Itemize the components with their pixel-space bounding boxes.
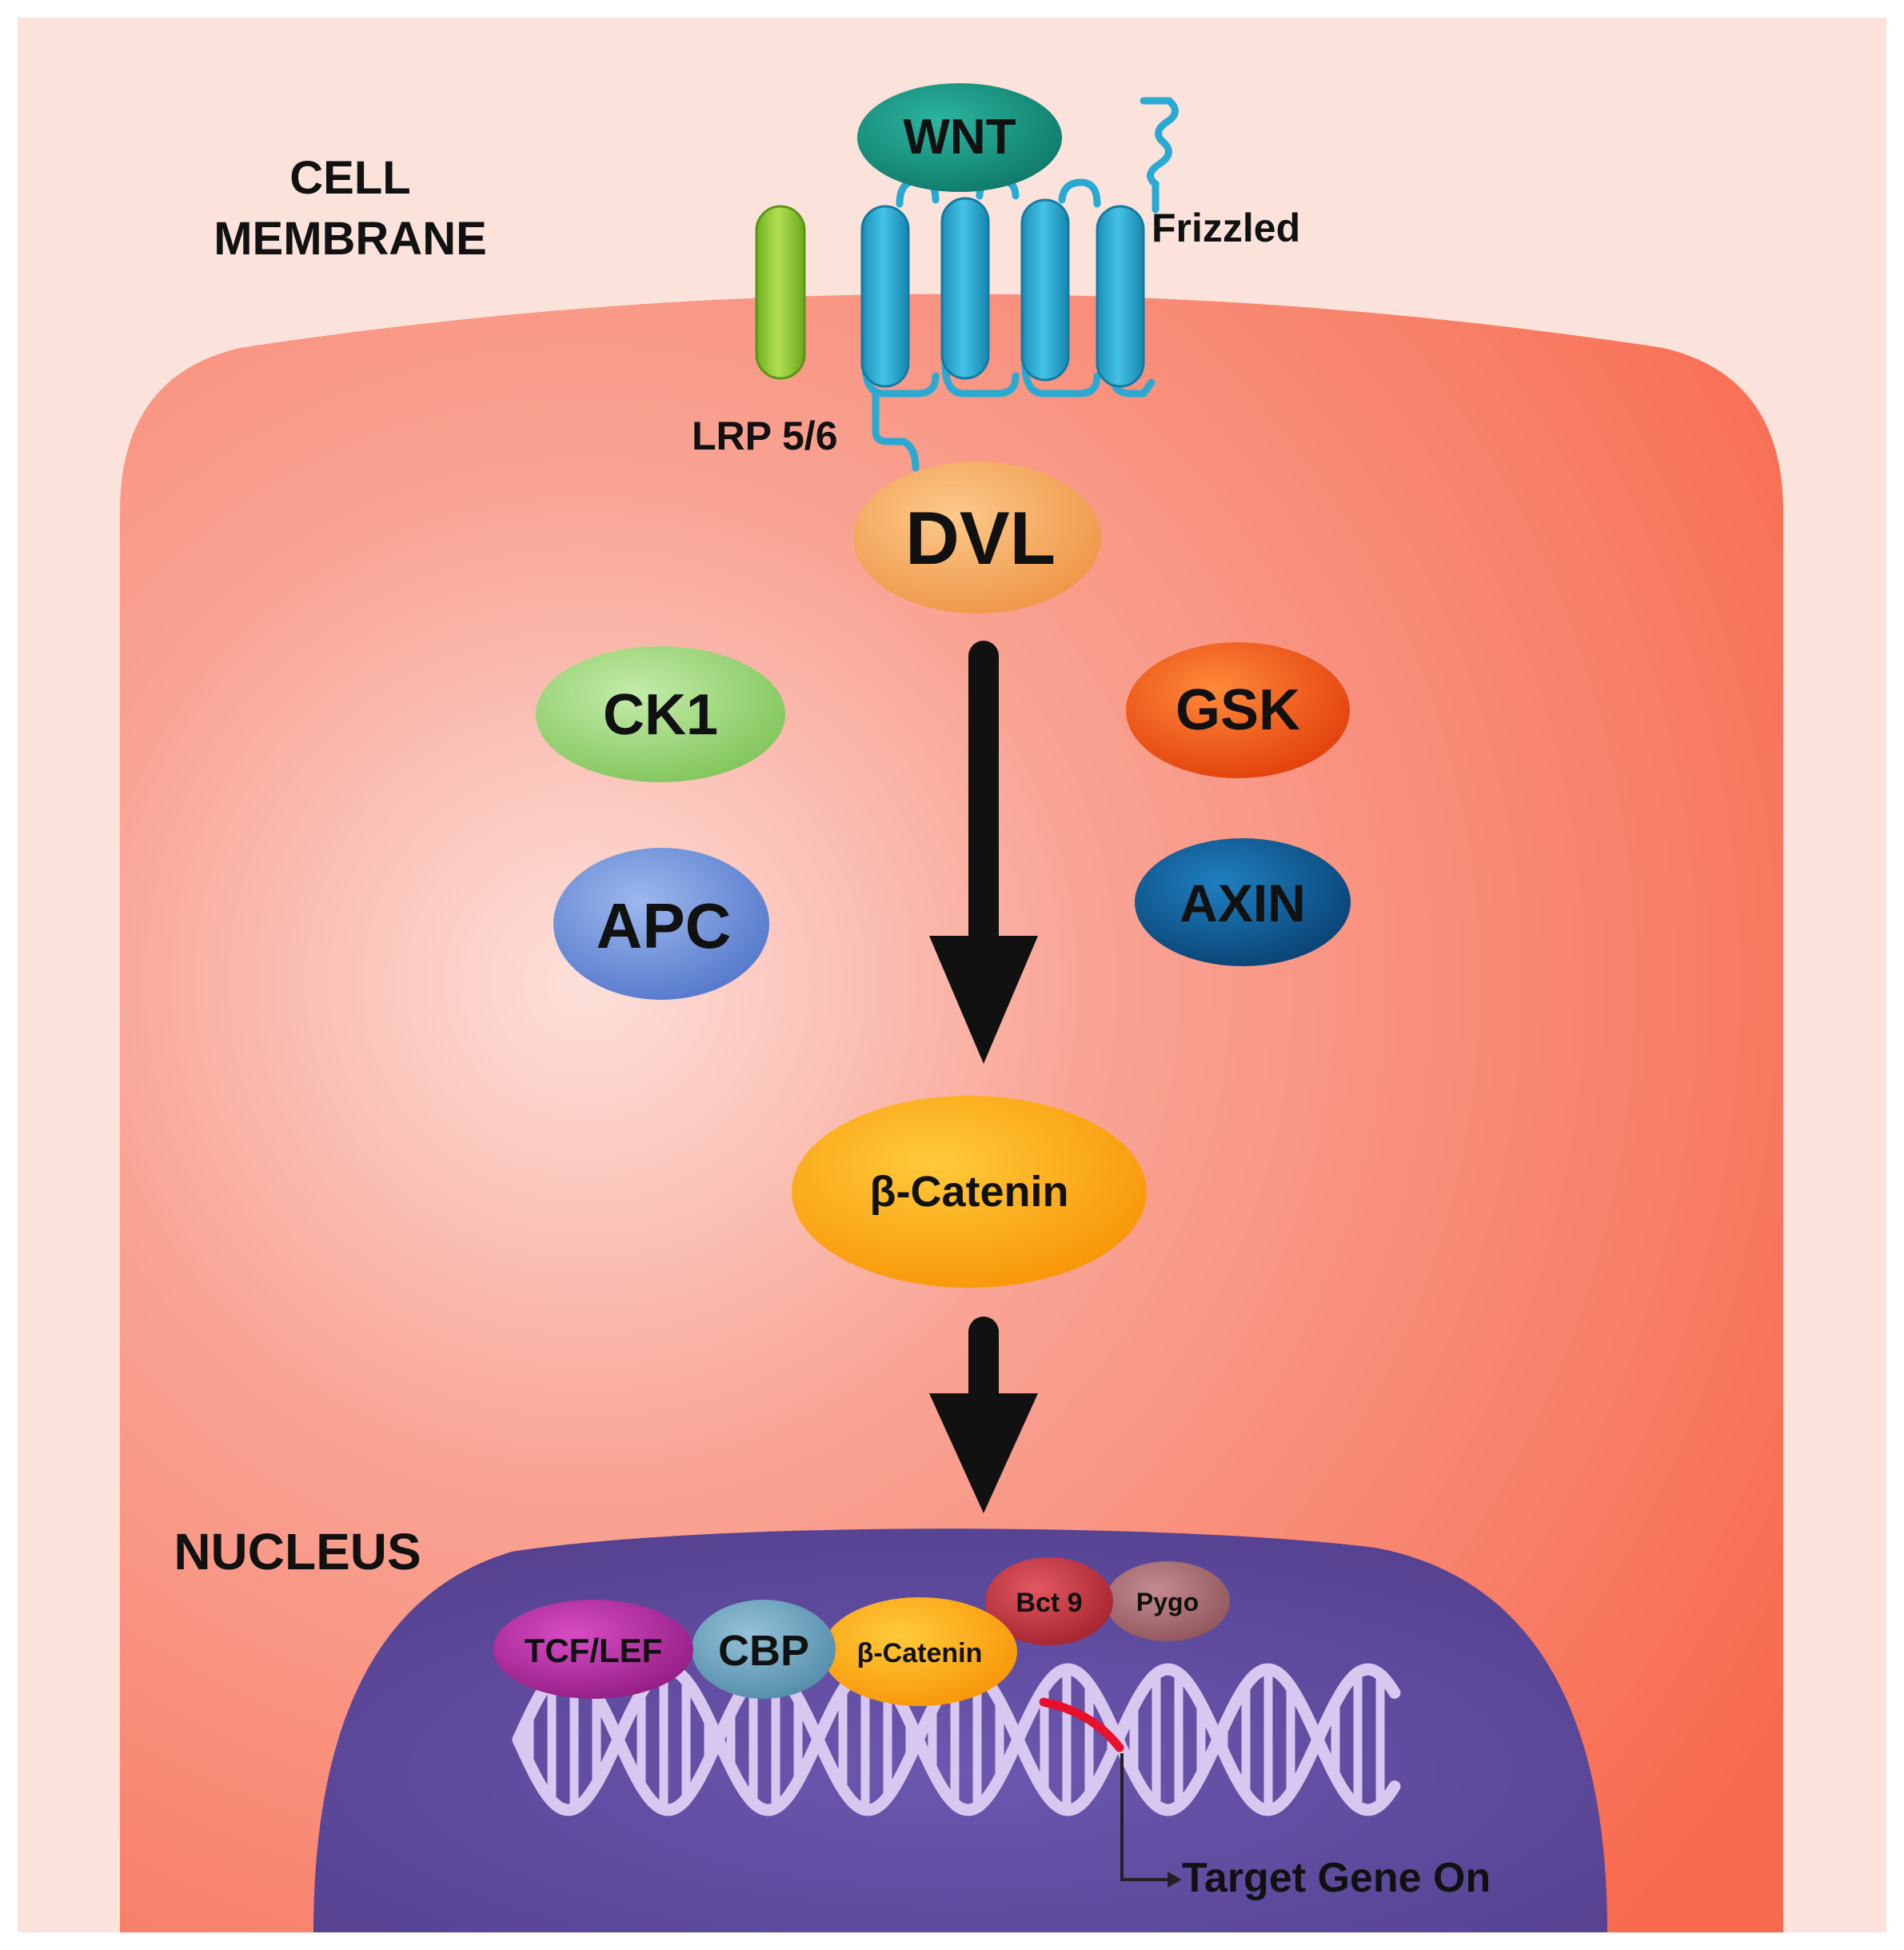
- frizzled-helix-4: [1096, 205, 1145, 388]
- gsk-protein: [1126, 642, 1350, 778]
- frizzled-intracellular-loops: [861, 360, 1156, 398]
- tcf-lef-label: TCF/LEF: [525, 1632, 663, 1669]
- cell-membrane-label-line2: MEMBRANE: [214, 213, 487, 265]
- ck1-protein: [536, 646, 785, 782]
- lrp-label: LRP 5/6: [692, 414, 838, 458]
- gsk-label: GSK: [1176, 678, 1300, 742]
- frizzled-helix-2: [940, 197, 990, 380]
- target-gene-arrow: [1120, 1753, 1168, 1881]
- cbp-label: CBP: [718, 1627, 809, 1675]
- wnt-label: WNT: [903, 110, 1016, 165]
- cell-membrane-label-line1: CELL: [289, 152, 410, 204]
- target-gene-label: Target Gene On: [1182, 1855, 1491, 1901]
- main-arrowhead: [929, 936, 1038, 1064]
- second-arrowhead: [929, 1393, 1038, 1513]
- frizzled-helix-1: [860, 205, 910, 388]
- tcf-lef-protein: [493, 1600, 693, 1699]
- axin-label: AXIN: [1180, 873, 1306, 933]
- bct9-label: Bct 9: [1016, 1588, 1082, 1618]
- pygo-label: Pygo: [1136, 1588, 1199, 1616]
- dvl-protein: [853, 462, 1101, 613]
- apc-label: APC: [597, 890, 732, 961]
- ck1-label: CK1: [603, 683, 718, 747]
- beta-catenin-label: β-Catenin: [870, 1168, 1069, 1216]
- target-gene-arrowhead: [1168, 1872, 1182, 1888]
- nuclear-beta-catenin-label: β-Catenin: [857, 1638, 983, 1668]
- pygo-protein: [1105, 1561, 1230, 1641]
- dvl-label: DVL: [905, 496, 1056, 580]
- wnt-ligand: [857, 83, 1062, 192]
- target-gene-mark: [1039, 1697, 1124, 1752]
- bct9-protein: [985, 1557, 1113, 1645]
- frizzled-helix-3: [1020, 198, 1070, 382]
- cbp-protein: [692, 1600, 836, 1699]
- frizzled-label: Frizzled: [1152, 206, 1300, 250]
- nucleus-label: NUCLEUS: [174, 1523, 421, 1580]
- beta-catenin-protein: [792, 1096, 1147, 1288]
- frizzled-c-tail: [872, 388, 920, 472]
- apc-protein: [553, 848, 769, 1000]
- axin-protein: [1135, 838, 1351, 966]
- lrp-co-receptor: [755, 205, 806, 380]
- nuclear-beta-catenin-protein: [822, 1597, 1017, 1706]
